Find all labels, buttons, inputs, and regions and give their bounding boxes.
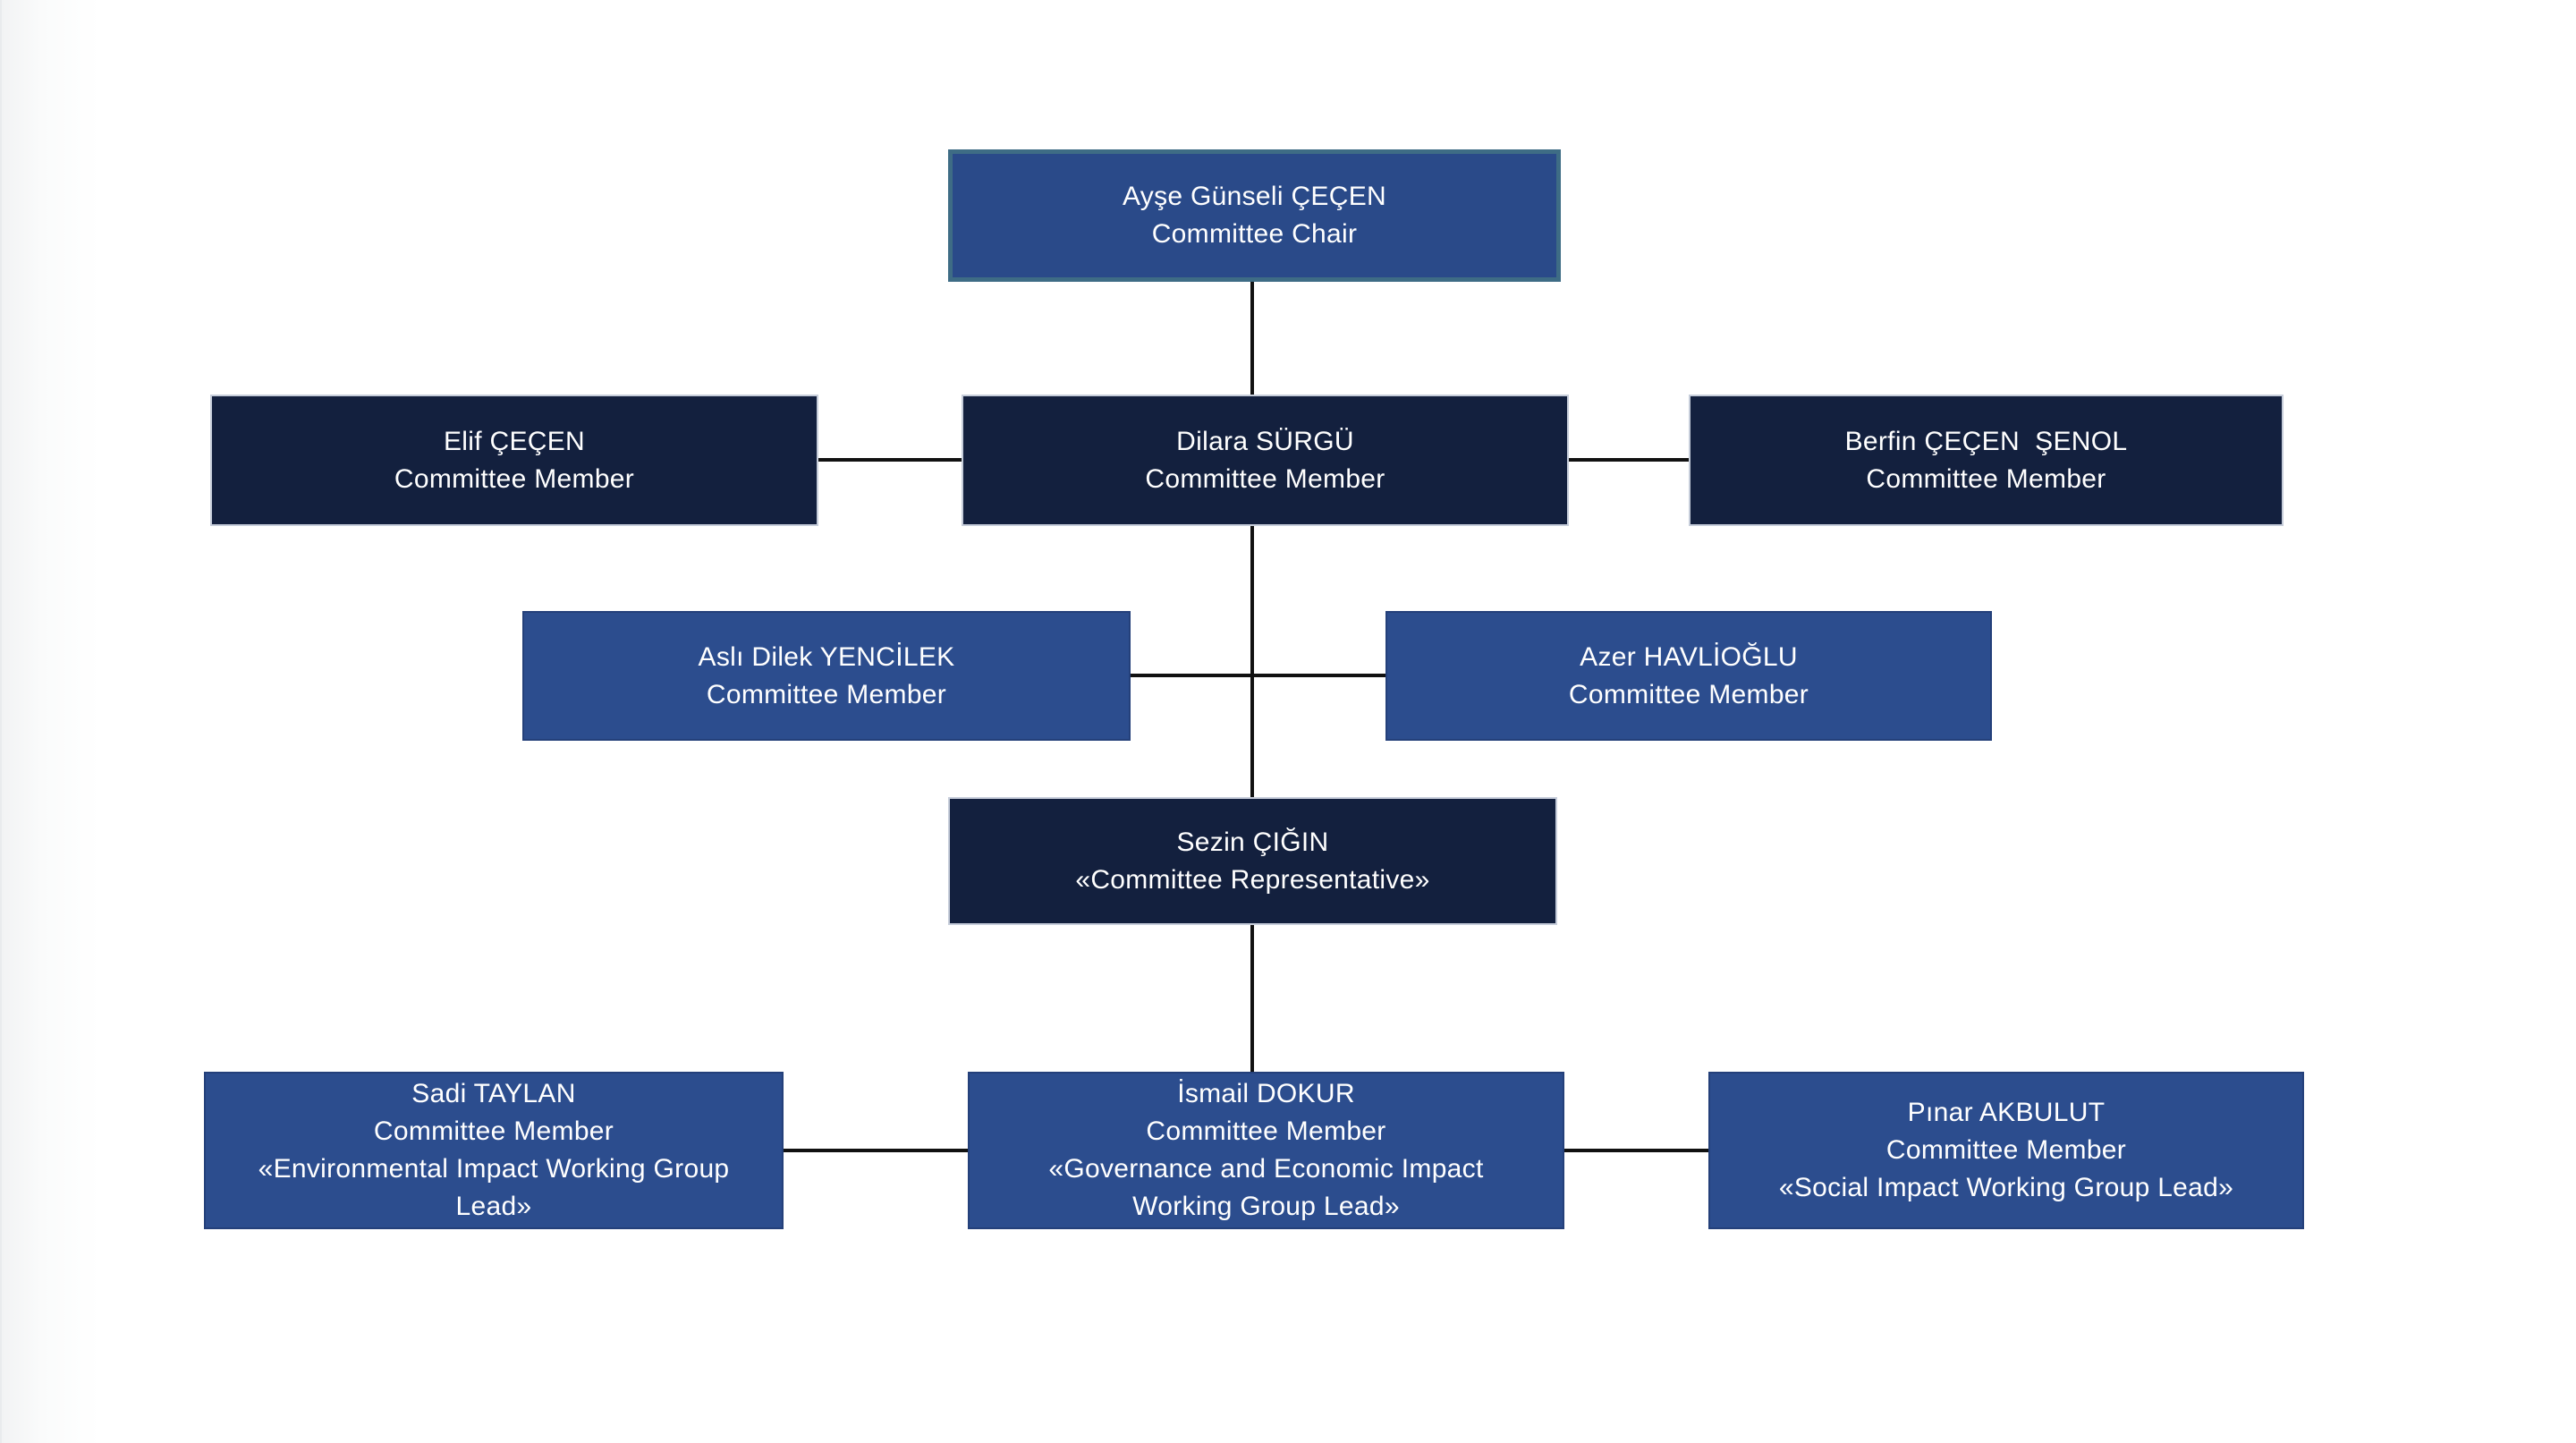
member-role: Committee Member xyxy=(1866,463,2106,494)
member-name: Berfin ÇEÇEN ŞENOL xyxy=(1844,426,2128,456)
org-node-asli-dilek-yencilek[interactable]: Aslı Dilek YENCİLEK Committee Member xyxy=(522,611,1131,741)
member-role: Committee Member xyxy=(706,679,947,709)
member-role: Committee Member xyxy=(373,1116,614,1146)
member-subtitle: «Governance and Economic Impact Working … xyxy=(1048,1154,1492,1221)
org-node-pinar-akbulut[interactable]: Pınar AKBULUT Committee Member «Social I… xyxy=(1708,1072,2304,1229)
member-role: Committee Member xyxy=(1145,463,1385,494)
member-name: Dilara SÜRGÜ xyxy=(1176,426,1354,456)
member-subtitle: «Social Impact Working Group Lead» xyxy=(1778,1173,2234,1202)
member-name: Sezin ÇIĞIN xyxy=(1176,827,1329,857)
member-name: Sadi TAYLAN xyxy=(411,1079,576,1108)
org-node-azer-havlioglu[interactable]: Azer HAVLİOĞLU Committee Member xyxy=(1385,611,1992,741)
connector-sadi-to-ismail xyxy=(784,1149,968,1152)
connector-dilara-to-berfin xyxy=(1569,458,1689,462)
page-left-edge-shading xyxy=(0,0,100,1443)
member-name: Azer HAVLİOĞLU xyxy=(1580,641,1798,672)
member-role: Committee Member xyxy=(394,463,635,494)
connector-ismail-to-pinar xyxy=(1564,1149,1708,1152)
member-name: Ayşe Günseli ÇEÇEN xyxy=(1123,182,1386,211)
member-name: Elif ÇEÇEN xyxy=(443,426,586,456)
org-node-committee-chair[interactable]: Ayşe Günseli ÇEÇEN Committee Chair xyxy=(948,149,1561,282)
member-subtitle: «Environmental Impact Working Group Lead… xyxy=(258,1154,738,1221)
member-role: Committee Chair xyxy=(1151,219,1358,249)
member-role: «Committee Representative» xyxy=(1075,864,1430,895)
org-node-sadi-taylan[interactable]: Sadi TAYLAN Committee Member «Environmen… xyxy=(204,1072,784,1229)
org-node-sezin-cigin[interactable]: Sezin ÇIĞIN «Committee Representative» xyxy=(948,797,1557,925)
org-node-berfin-cecen-senol[interactable]: Berfin ÇEÇEN ŞENOL Committee Member xyxy=(1689,395,2284,526)
org-node-elif-cecen[interactable]: Elif ÇEÇEN Committee Member xyxy=(210,395,818,526)
member-role: Committee Member xyxy=(1885,1135,2127,1165)
connector-sezin-to-ismail xyxy=(1250,925,1254,1072)
member-role: Committee Member xyxy=(1146,1116,1386,1146)
member-name: Aslı Dilek YENCİLEK xyxy=(698,641,955,672)
connector-asli-to-azer xyxy=(1131,674,1385,677)
member-name: İsmail DOKUR xyxy=(1177,1079,1355,1108)
org-node-dilara-surgu[interactable]: Dilara SÜRGÜ Committee Member xyxy=(962,395,1569,526)
member-role: Committee Member xyxy=(1568,679,1809,709)
connector-dilara-to-sezin xyxy=(1250,526,1254,797)
org-node-ismail-dokur[interactable]: İsmail DOKUR Committee Member «Governanc… xyxy=(968,1072,1564,1229)
member-name: Pınar AKBULUT xyxy=(1907,1098,2106,1127)
connector-elif-to-dilara xyxy=(818,458,962,462)
connector-chair-to-dilara xyxy=(1250,282,1254,396)
